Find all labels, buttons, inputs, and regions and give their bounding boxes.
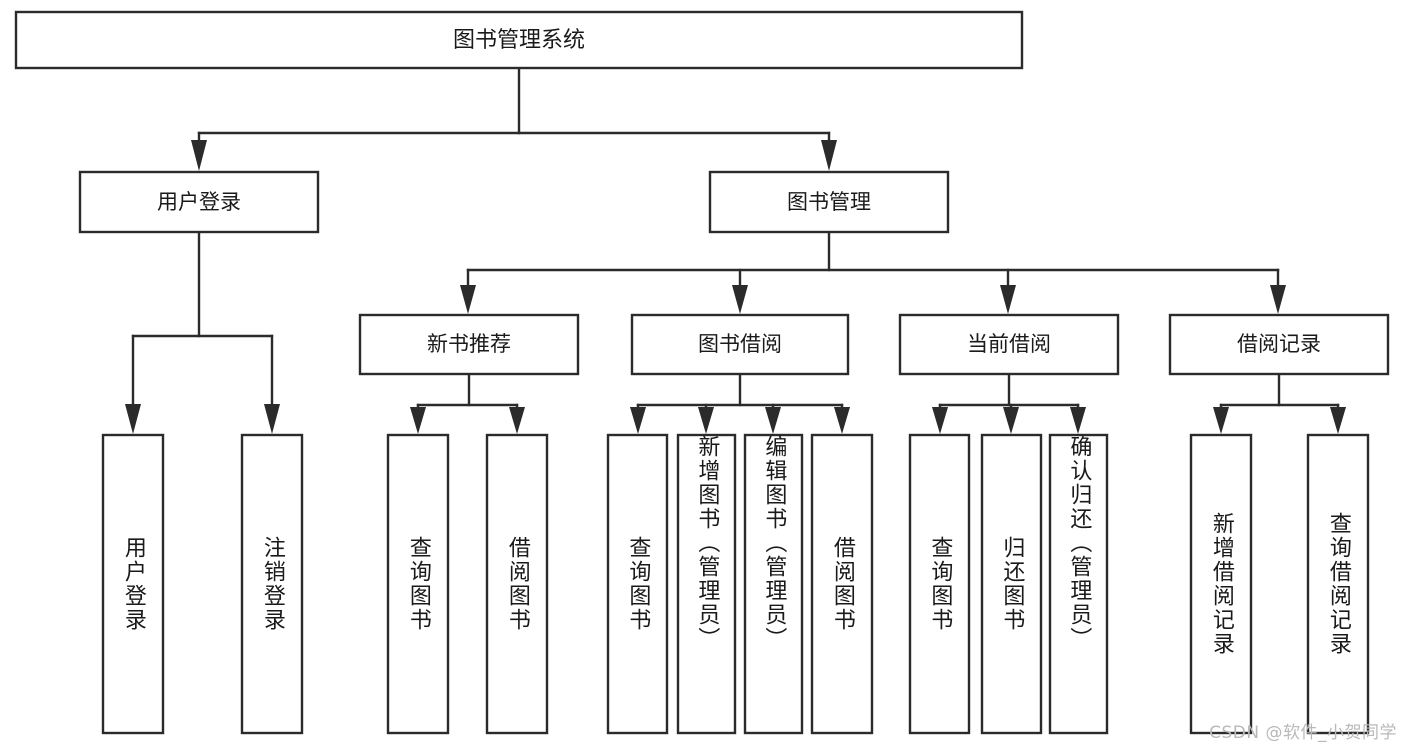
node-label-new-book-recommend: 新书推荐: [427, 332, 511, 356]
node-box-book-borrow[interactable]: [630, 313, 850, 376]
node-box-borrow-record[interactable]: [1168, 313, 1390, 376]
node-box-leaf-user-logout[interactable]: [240, 433, 304, 735]
node-box-leaf-user-login[interactable]: [101, 433, 165, 735]
arrow-head-borrow-record: [1270, 285, 1286, 314]
node-label-book-borrow: 图书借阅: [698, 332, 782, 356]
arrow-head-leaf-confirm-return: [1070, 407, 1086, 434]
node-label-root: 图书管理系统: [453, 28, 585, 53]
node-label-borrow-record: 借阅记录: [1237, 332, 1321, 356]
node-box-leaf-borrow-book-2[interactable]: [810, 433, 874, 735]
connectors-layer: [125, 66, 1346, 434]
arrow-head-leaf-edit-book: [765, 407, 781, 434]
node-box-new-book-recommend[interactable]: [358, 313, 580, 376]
node-box-leaf-edit-book[interactable]: [743, 433, 804, 735]
arrow-head-book-manage: [821, 140, 837, 171]
arrow-head-book-borrow: [732, 285, 748, 314]
node-box-leaf-query-record[interactable]: [1306, 433, 1370, 735]
arrow-head-leaf-user-logout: [264, 404, 280, 434]
csdn-watermark: CSDN @软件_小贺同学: [1209, 723, 1397, 743]
arrow-head-leaf-query-record: [1330, 407, 1346, 434]
node-box-leaf-borrow-book-1[interactable]: [485, 433, 549, 735]
arrow-head-leaf-query-book-3: [932, 407, 948, 434]
arrow-head-new-book-recommend: [460, 285, 476, 314]
node-label-user-login: 用户登录: [157, 190, 241, 214]
node-box-leaf-query-book-3[interactable]: [908, 433, 971, 735]
arrow-head-leaf-borrow-book-1: [509, 407, 525, 434]
arrow-head-leaf-borrow-book-2: [834, 407, 850, 434]
node-box-current-borrow[interactable]: [898, 313, 1120, 376]
arrow-head-leaf-query-book-1: [410, 407, 426, 434]
node-box-leaf-add-record[interactable]: [1189, 433, 1253, 735]
arrow-head-leaf-add-book: [698, 407, 714, 434]
node-label-book-manage: 图书管理: [787, 190, 871, 214]
arrow-head-leaf-add-record: [1213, 407, 1229, 434]
node-box-root[interactable]: [14, 10, 1024, 70]
node-box-leaf-add-book[interactable]: [676, 433, 737, 735]
arrow-head-leaf-query-book-2: [630, 407, 646, 434]
arrow-head-user-login: [191, 140, 207, 171]
arrow-head-leaf-user-login: [125, 404, 141, 434]
nodes-layer: 图书管理系统 用户登录 图书管理 新书推荐 图书借阅 当前借阅 借阅记录: [14, 10, 1390, 735]
node-box-leaf-confirm-return[interactable]: [1048, 433, 1109, 735]
node-box-leaf-return-book[interactable]: [980, 433, 1043, 735]
node-box-leaf-query-book-2[interactable]: [606, 433, 669, 735]
node-box-leaf-query-book-1[interactable]: [386, 433, 450, 735]
arrow-head-leaf-return-book: [1003, 407, 1019, 434]
node-box-user-login[interactable]: [78, 170, 320, 234]
node-box-book-manage[interactable]: [708, 170, 950, 234]
node-label-current-borrow: 当前借阅: [967, 332, 1051, 356]
arrow-head-current-borrow: [1000, 285, 1016, 314]
